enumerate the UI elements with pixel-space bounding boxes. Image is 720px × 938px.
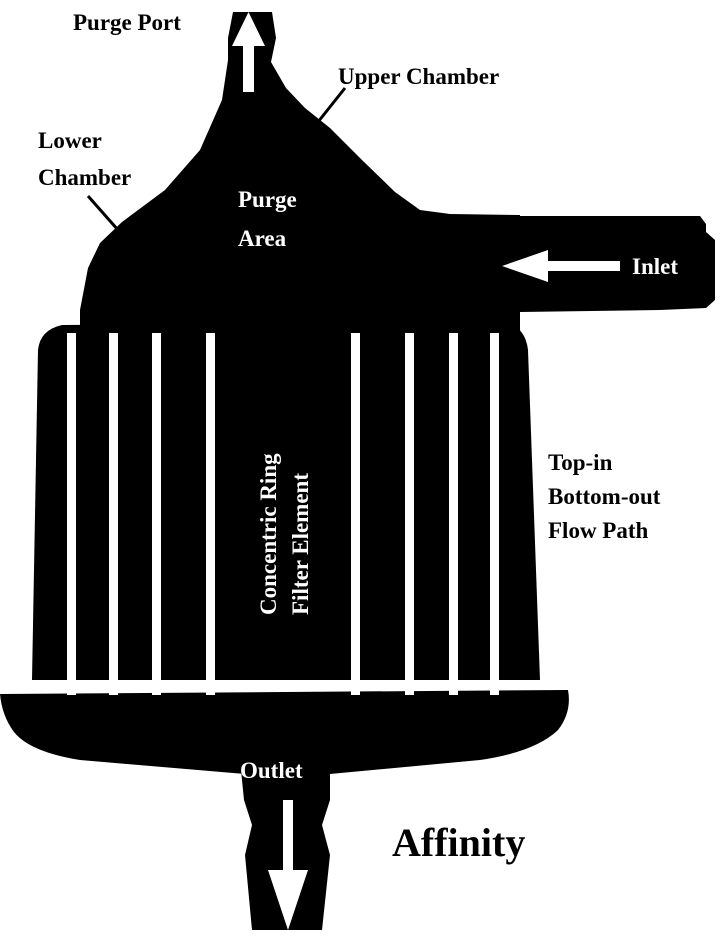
- outlet-label: Outlet: [240, 758, 303, 783]
- ring-slot: [67, 333, 76, 695]
- ring-slot: [449, 333, 458, 695]
- bottom-skirt: [0, 690, 569, 774]
- inlet-label: Inlet: [632, 254, 678, 279]
- arrow-up-icon: [232, 12, 265, 92]
- arrow-down-icon: [268, 800, 308, 930]
- flow-path-label-line1: Top-in: [548, 450, 613, 475]
- filter-element-label-line1: Concentric Ring: [256, 453, 281, 615]
- upper-chamber-body: [80, 12, 525, 380]
- arrow-left-icon: [502, 250, 620, 282]
- purge-port-label: Purge Port: [73, 10, 181, 35]
- ring-slot: [351, 333, 360, 695]
- ring-slot: [405, 333, 414, 695]
- ring-slot: [206, 333, 215, 695]
- lower-chamber-label-line1: Lower: [38, 128, 102, 153]
- brand-logo: Affinity: [392, 820, 525, 865]
- purge-area-label-line2: Area: [238, 226, 287, 251]
- filter-element-label-line2: Filter Element: [288, 473, 313, 615]
- ring-slot: [152, 333, 161, 695]
- ring-slot: [109, 333, 118, 695]
- lower-chamber-leader: [86, 195, 120, 231]
- flow-path-label-line2: Bottom-out: [548, 484, 661, 509]
- upper-chamber-label: Upper Chamber: [338, 64, 499, 89]
- lower-chamber-label-line2: Chamber: [38, 165, 131, 190]
- flow-path-label-line3: Flow Path: [548, 518, 649, 543]
- purge-area-label-line1: Purge: [238, 187, 297, 212]
- upper-chamber-leader: [316, 87, 347, 123]
- ring-slot: [490, 333, 499, 695]
- filter-rings: [67, 333, 499, 695]
- filter-body: [32, 322, 540, 680]
